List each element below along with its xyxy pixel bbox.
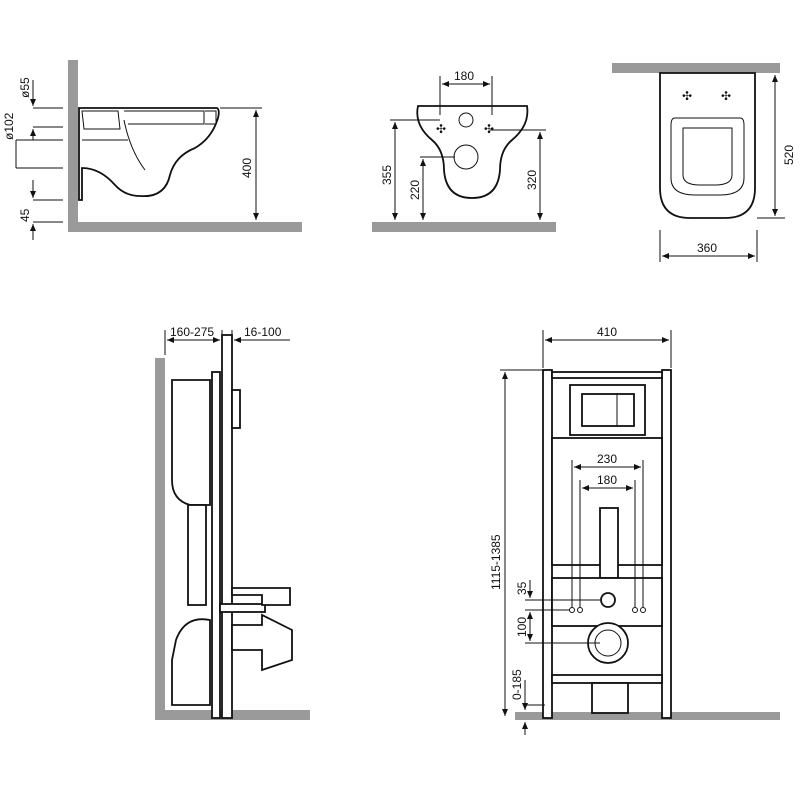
dia-55-label: ø55 <box>18 77 32 98</box>
wall <box>612 63 780 73</box>
dim-185-label: 0-185 <box>510 669 524 700</box>
dim-180-label: 180 <box>597 473 617 487</box>
frame-post-right <box>661 369 672 719</box>
frame-post <box>211 371 221 719</box>
side-view-dimension-lines <box>15 80 262 240</box>
flush-button[interactable] <box>581 393 635 427</box>
water-inlet <box>231 587 291 606</box>
water-inlet <box>600 592 616 608</box>
fixing-hole-icon: ✣ <box>436 122 446 136</box>
flush-pipe <box>599 507 619 579</box>
toilet-top-view: ✣ ✣ 520 360 <box>612 63 796 262</box>
front-view-dimension-lines <box>390 76 546 220</box>
dim-355-label: 355 <box>380 165 394 185</box>
dim-320-label: 320 <box>525 170 539 190</box>
frame-bottom-bar <box>551 674 663 684</box>
dim-100-label: 100 <box>515 617 529 637</box>
install-front-dimension-lines <box>500 330 672 735</box>
flush-plate <box>231 389 241 429</box>
drain-outlet <box>231 613 293 672</box>
dim-220-label: 220 <box>408 180 422 200</box>
dim-height-label: 1115-1385 <box>489 534 503 590</box>
fixing-hole-icon: ✣ <box>682 89 692 103</box>
dim-board-label: 16-100 <box>244 325 282 339</box>
dim-400-label: 400 <box>240 158 254 178</box>
dim-180-label: 180 <box>454 69 474 83</box>
dim-45-label: 45 <box>18 208 32 222</box>
toilet-bowl-front <box>416 105 529 199</box>
toilet-bowl-outline <box>78 107 220 201</box>
dim-35-label: 35 <box>515 581 529 595</box>
wall <box>155 358 165 720</box>
top-view-dimension-lines <box>659 75 785 262</box>
wall <box>68 60 78 232</box>
dim-410-label: 410 <box>597 325 617 339</box>
dim-360-label: 360 <box>697 241 717 255</box>
flush-pipe <box>187 504 207 606</box>
floor <box>515 712 780 720</box>
frame-top-bar <box>551 371 663 379</box>
toilet-seat-outline <box>659 72 756 219</box>
cistern <box>171 379 211 506</box>
installation-side-view: 160-275 16-100 <box>155 325 310 720</box>
toilet-seat-opening <box>682 127 733 186</box>
dim-520-label: 520 <box>782 145 796 165</box>
dim-230-label: 230 <box>597 452 617 466</box>
floor <box>372 222 556 232</box>
wall-board <box>221 334 233 719</box>
dim-wall-label: 160-275 <box>170 325 214 339</box>
fixing-hole-icon: ✣ <box>721 89 731 103</box>
fixing-hole-icon: ✣ <box>484 122 494 136</box>
drain-pipe <box>591 682 629 714</box>
install-side-dimension-lines <box>164 330 290 355</box>
toilet-side-view: ø55 ø102 45 400 <box>2 60 302 240</box>
drain-pipe <box>171 618 211 706</box>
floor <box>68 222 302 232</box>
toilet-seat-ring <box>670 117 745 196</box>
dia-102-label: ø102 <box>2 112 16 140</box>
toilet-front-view: ✣ ✣ 180 355 220 320 <box>372 69 556 232</box>
installation-front-view: 410 230 180 1115-1385 35 100 0-185 <box>489 325 780 735</box>
toilet-bowl-detail-lines <box>81 110 217 171</box>
mounting-rod <box>219 603 266 613</box>
frame-post-left <box>542 369 553 719</box>
water-inlet-hole <box>458 112 474 128</box>
